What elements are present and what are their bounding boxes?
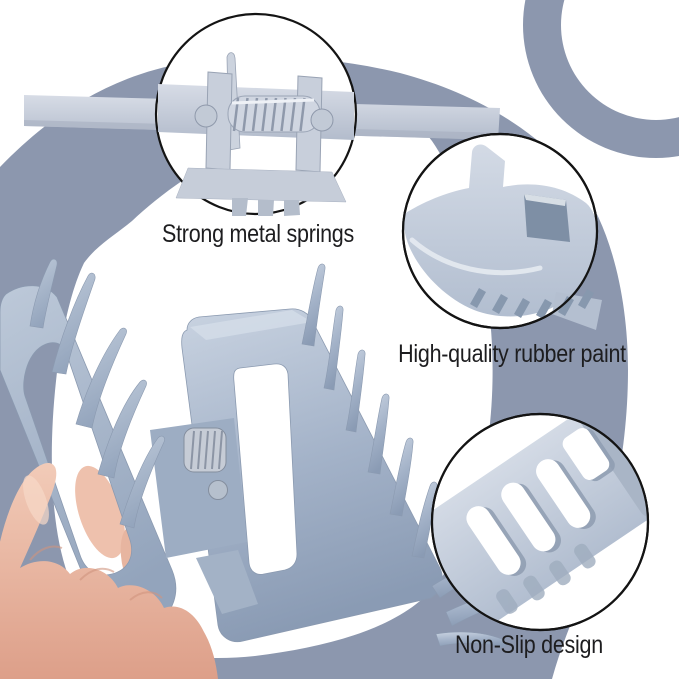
- callout-label-nonslip: Non-Slip design: [455, 631, 603, 659]
- callout-circle-paint: [401, 132, 602, 330]
- painted-corner-closeup-icon: [403, 144, 602, 330]
- thumb-highlight: [23, 475, 49, 525]
- ridge-nubs: [496, 543, 596, 614]
- callout-circle-nonslip: [430, 412, 650, 632]
- clip-right-teeth: [301, 263, 438, 559]
- clip-lower-arm: [196, 550, 258, 614]
- edge-teeth-marks: [470, 288, 594, 319]
- non-slip-slots: [466, 428, 615, 576]
- non-slip-teeth-closeup-icon: [433, 415, 647, 627]
- hand: [0, 379, 218, 679]
- spring-closeup-icon: [158, 52, 354, 216]
- callout-label-springs: Strong metal springs: [161, 220, 355, 248]
- knuckle-creases: [29, 545, 163, 601]
- callout-label-paint: High-quality rubber paint: [398, 340, 626, 368]
- clip-teeth-over-thumb: [97, 379, 165, 529]
- claw-clip-product: [0, 258, 525, 679]
- hand-fist: [0, 463, 218, 679]
- clip-left-teeth: [29, 258, 127, 429]
- callout-circle-springs: [154, 12, 358, 216]
- clip-top-bevel: [190, 310, 312, 340]
- clip-spring-icon: [183, 427, 228, 500]
- corner-ring: [523, 0, 679, 158]
